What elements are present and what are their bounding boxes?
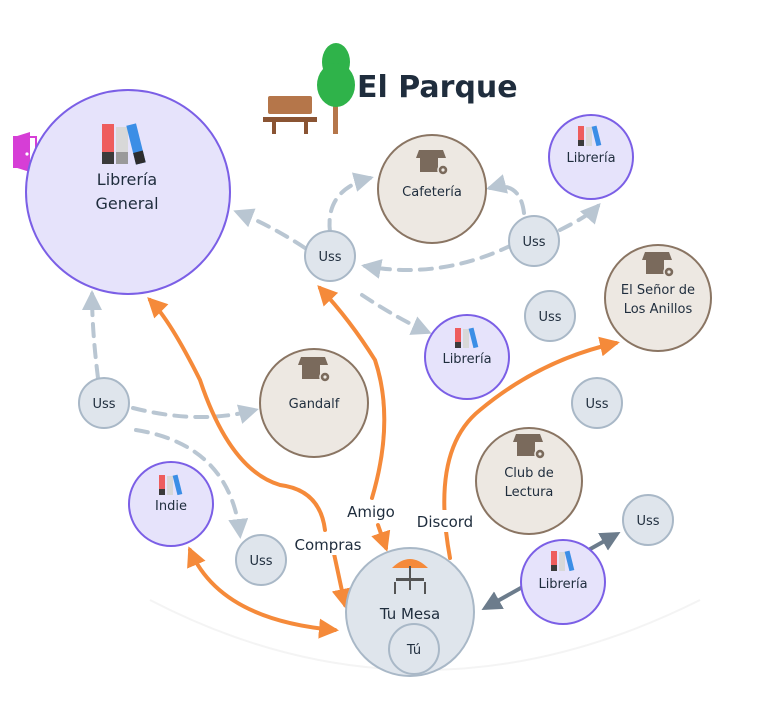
amigo-label: Amigo bbox=[347, 503, 395, 521]
tu-mesa-label: Tu Mesa bbox=[379, 605, 440, 623]
dashed-edges bbox=[82, 172, 601, 539]
edge-uss-to-cafeteria-2 bbox=[486, 174, 526, 215]
orange-edges bbox=[147, 285, 620, 639]
books-icon bbox=[455, 327, 479, 349]
edge-compras-to-libreria-general bbox=[147, 297, 327, 532]
books-icon bbox=[102, 123, 146, 165]
edge-uss-to-libreria-mid bbox=[360, 293, 432, 335]
shop-location-icon bbox=[642, 252, 675, 278]
node-uss-right[interactable]: Uss bbox=[508, 215, 560, 267]
node-libreria-bottom[interactable]: Librería bbox=[520, 539, 606, 625]
node-tu[interactable]: Tú bbox=[388, 623, 440, 675]
edge-uss-to-cafeteria bbox=[327, 172, 374, 234]
compras-label: Compras bbox=[295, 536, 362, 554]
uss-label: Uss bbox=[318, 250, 341, 265]
tree-icon bbox=[317, 43, 355, 134]
uss-label: Uss bbox=[249, 554, 272, 569]
edge-amigo-to-uss bbox=[317, 285, 387, 500]
node-indie[interactable]: Indie bbox=[128, 461, 214, 547]
table-umbrella-icon bbox=[392, 559, 428, 594]
node-tu-mesa[interactable]: Tu Mesa bbox=[345, 547, 475, 677]
edge-uss-to-libreria-general-2 bbox=[82, 290, 103, 380]
senor-anillos-label-1: El Señor de bbox=[621, 283, 695, 298]
node-uss-mid-right[interactable]: Uss bbox=[524, 290, 576, 342]
discord-label: Discord bbox=[417, 513, 473, 531]
shop-location-icon bbox=[513, 434, 546, 460]
edge-uss-right-to-uss bbox=[361, 243, 514, 279]
node-uss-bottom-left[interactable]: Uss bbox=[235, 534, 287, 586]
node-gandalf[interactable]: Gandalf bbox=[259, 348, 369, 458]
books-icon bbox=[578, 125, 602, 147]
node-uss-far-right[interactable]: Uss bbox=[571, 377, 623, 429]
uss-label: Uss bbox=[636, 514, 659, 529]
uss-label: Uss bbox=[522, 235, 545, 250]
bench-icon bbox=[263, 96, 317, 134]
node-uss-center[interactable]: Uss bbox=[304, 230, 356, 282]
edge-label-amigo: Amigo bbox=[344, 500, 398, 522]
books-icon bbox=[551, 550, 575, 572]
node-libreria-mid[interactable]: Librería bbox=[424, 314, 510, 400]
node-cafeteria[interactable]: Cafetería bbox=[377, 134, 487, 244]
edge-label-compras: Compras bbox=[290, 533, 366, 555]
page-title: El Parque bbox=[357, 70, 518, 105]
uss-label: Uss bbox=[92, 397, 115, 412]
club-lectura-label-2: Lectura bbox=[505, 485, 554, 500]
edge-discord-to-senor-anillos bbox=[442, 336, 620, 560]
libreria-top-label: Librería bbox=[566, 151, 615, 166]
node-uss-bottom-right[interactable]: Uss bbox=[622, 494, 674, 546]
shop-location-icon bbox=[298, 357, 331, 383]
edge-uss-to-libreria-general bbox=[233, 208, 307, 250]
edge-amigo-to-tu-mesa bbox=[371, 523, 391, 552]
node-club-lectura[interactable]: Club de Lectura bbox=[475, 427, 583, 535]
node-libreria-top[interactable]: Librería bbox=[548, 114, 634, 200]
node-libreria-general[interactable]: Librería General bbox=[25, 89, 231, 295]
indie-label: Indie bbox=[155, 499, 187, 514]
node-senor-anillos[interactable]: El Señor de Los Anillos bbox=[604, 244, 712, 352]
edge-uss-to-gandalf bbox=[131, 404, 259, 424]
tu-label: Tú bbox=[406, 643, 421, 658]
uss-label: Uss bbox=[538, 310, 561, 325]
edge-label-discord: Discord bbox=[412, 510, 478, 532]
books-icon bbox=[159, 474, 183, 496]
edge-indie-to-tu-mesa bbox=[187, 546, 339, 639]
cafeteria-label: Cafetería bbox=[402, 185, 462, 200]
edge-uss-to-libreria-top bbox=[558, 203, 601, 232]
libreria-mid-label: Librería bbox=[442, 352, 491, 367]
club-lectura-label-1: Club de bbox=[504, 466, 554, 481]
libreria-general-label-1: Librería bbox=[97, 170, 157, 189]
libreria-general-label-2: General bbox=[95, 194, 158, 213]
edge-uss-to-uss-bottom bbox=[134, 428, 249, 539]
gandalf-label: Gandalf bbox=[289, 397, 340, 412]
senor-anillos-label-2: Los Anillos bbox=[624, 302, 693, 317]
uss-label: Uss bbox=[585, 397, 608, 412]
libreria-bottom-label: Librería bbox=[538, 577, 587, 592]
shop-location-icon bbox=[416, 150, 449, 176]
node-uss-left[interactable]: Uss bbox=[78, 377, 130, 429]
